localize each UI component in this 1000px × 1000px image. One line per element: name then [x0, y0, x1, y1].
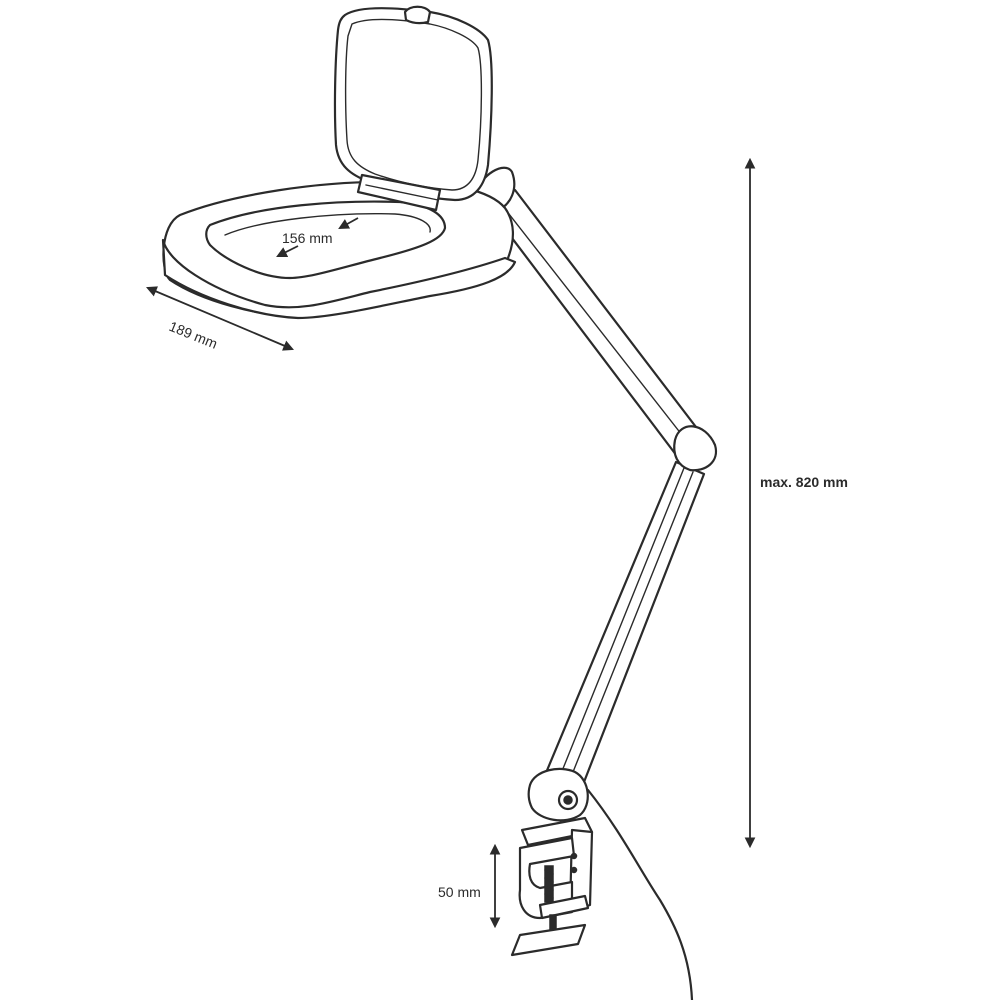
head-width-dim-line — [146, 286, 294, 351]
head-width-dim-label: 189 mm — [167, 318, 220, 352]
clamp-screw — [544, 865, 554, 903]
upper-arm — [485, 188, 714, 470]
clamp-pad — [510, 923, 587, 957]
base-pivot — [527, 767, 589, 822]
lid-cover — [333, 5, 493, 212]
lens-dim-label: 156 mm — [282, 230, 333, 246]
lens — [205, 200, 447, 280]
clamp-dim-label: 50 mm — [438, 884, 481, 900]
lens-dim-arrow-right — [338, 217, 359, 230]
dimension-lens: 156 mm — [276, 217, 359, 257]
desk-clamp — [510, 816, 594, 957]
power-cable — [586, 788, 694, 1000]
dimension-max-height: max. 820 mm — [744, 157, 848, 849]
max-height-dim-label: max. 820 mm — [760, 474, 848, 490]
magnifier-head — [161, 180, 517, 320]
lid-latch — [403, 5, 432, 25]
lens-dim-arrow-left — [276, 245, 299, 257]
dimension-clamp: 50 mm — [438, 843, 501, 929]
lower-arm — [541, 460, 706, 802]
elbow-joint — [673, 425, 718, 472]
